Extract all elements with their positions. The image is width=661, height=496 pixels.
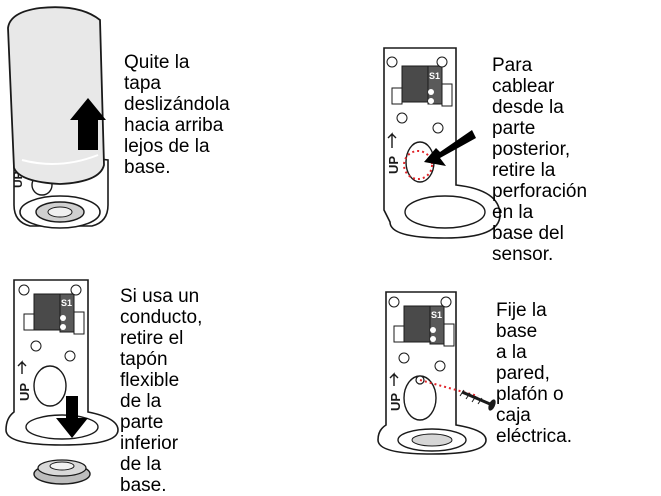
up-label-2: UP bbox=[386, 156, 401, 174]
arrow-down-icon bbox=[56, 396, 88, 438]
arrow-pointer-icon bbox=[424, 130, 476, 166]
instruction-remove-cover: Quite la tapa deslizándola hacia arriba … bbox=[124, 52, 230, 178]
instruction-mount: Fije la base a la pared, plafón o caja e… bbox=[496, 300, 573, 447]
arrow-up-icon bbox=[70, 98, 106, 150]
up-label-3: UP bbox=[17, 383, 32, 401]
switch-label-3: S1 bbox=[61, 298, 72, 308]
switch-label-2: S1 bbox=[429, 71, 440, 81]
instruction-rear-wiring: Para cablear desde la parte posterior, r… bbox=[492, 55, 588, 265]
instruction-conduit: Si usa un conducto, retire el tapón flex… bbox=[120, 286, 203, 496]
screw-icon bbox=[459, 389, 496, 411]
switch-label-4: S1 bbox=[431, 310, 442, 320]
knockout-dotted-circle bbox=[403, 150, 433, 180]
up-label-4: UP bbox=[388, 393, 403, 411]
